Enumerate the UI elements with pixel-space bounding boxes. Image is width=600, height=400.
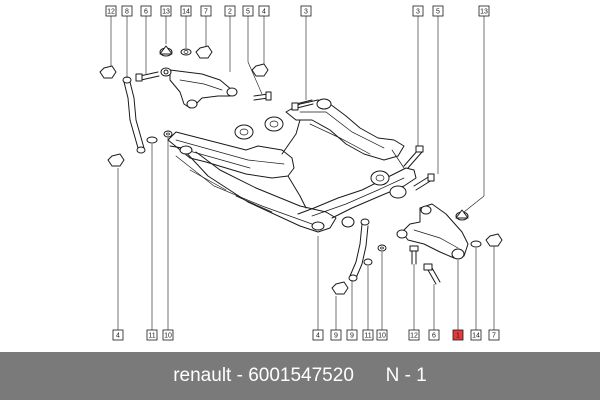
callout-8-top: 8	[121, 5, 133, 17]
svg-text:7: 7	[492, 333, 496, 340]
svg-text:4: 4	[116, 333, 120, 340]
svg-text:4: 4	[316, 333, 320, 340]
callout-11-bottom-left: 11	[146, 329, 158, 341]
parts-diagram: 12 8 6 13 14 7 2 5 4 3 3 5 13 4 11 10 4 …	[99, 5, 503, 341]
svg-text:14: 14	[182, 9, 190, 16]
svg-text:3: 3	[416, 9, 420, 16]
stabilizer-links	[122, 76, 370, 282]
svg-text:6: 6	[144, 9, 148, 16]
svg-text:8: 8	[125, 9, 129, 16]
callout-4-top: 4	[258, 5, 270, 17]
callout-14-bottom: 14	[470, 329, 482, 341]
callout-6-top: 6	[140, 5, 152, 17]
callout-13-top: 13	[160, 5, 172, 17]
callout-1-bottom-highlight: 1	[452, 329, 464, 341]
callout-10-bottom-left: 10	[162, 329, 174, 341]
callout-4-bottom: 4	[312, 329, 324, 341]
callout-11-bottom: 11	[362, 329, 374, 341]
callout-10-bottom: 10	[376, 329, 388, 341]
svg-text:12: 12	[107, 9, 115, 16]
left-control-arm	[160, 67, 238, 109]
svg-text:10: 10	[164, 333, 172, 340]
callout-14-top: 14	[180, 5, 192, 17]
quantity-label: N - 1	[385, 365, 427, 386]
callout-5-top: 5	[242, 5, 254, 17]
svg-text:7: 7	[204, 9, 208, 16]
callout-5-top-right: 5	[432, 5, 444, 17]
svg-text:13: 13	[480, 9, 488, 16]
callout-4-bottom-left: 4	[112, 329, 124, 341]
svg-text:11: 11	[148, 333, 155, 340]
svg-text:14: 14	[472, 333, 480, 340]
svg-text:12: 12	[410, 333, 418, 340]
svg-text:10: 10	[378, 333, 386, 340]
caption-separator: -	[231, 365, 249, 386]
nuts-and-washers	[99, 45, 503, 295]
callout-12-bottom: 12	[408, 329, 420, 341]
right-control-arm	[396, 203, 469, 260]
leader-lines	[110, 16, 495, 330]
callout-13-top-right: 13	[478, 5, 490, 17]
callout-7-bottom: 7	[488, 329, 500, 341]
svg-text:3: 3	[304, 9, 308, 16]
brand-name: renault	[173, 365, 232, 386]
svg-text:9: 9	[350, 333, 354, 340]
callout-12-top: 12	[105, 5, 117, 17]
callout-7-top: 7	[200, 5, 212, 17]
callout-2-top: 2	[224, 5, 236, 17]
callout-3-top-right: 3	[412, 5, 424, 17]
svg-text:13: 13	[162, 9, 170, 16]
svg-text:5: 5	[436, 9, 440, 16]
part-number: 6001547520	[248, 365, 354, 386]
callout-9b-bottom: 9	[346, 329, 358, 341]
callout-6-bottom: 6	[428, 329, 440, 341]
bolts	[135, 71, 441, 285]
svg-text:5: 5	[246, 9, 250, 16]
callout-3-top-left: 3	[300, 5, 312, 17]
caption-bar: renault - 6001547520 N - 1	[0, 352, 600, 400]
svg-text:6: 6	[432, 333, 436, 340]
svg-text:11: 11	[364, 333, 371, 340]
callouts: 12 8 6 13 14 7 2 5 4 3 3 5 13 4 11 10 4 …	[105, 5, 500, 341]
caption-gap	[354, 365, 386, 387]
subframe	[167, 98, 417, 233]
svg-text:4: 4	[262, 9, 266, 16]
callout-9-bottom: 9	[330, 329, 342, 341]
svg-text:2: 2	[228, 9, 232, 16]
svg-text:9: 9	[334, 333, 338, 340]
svg-text:1: 1	[456, 333, 460, 340]
